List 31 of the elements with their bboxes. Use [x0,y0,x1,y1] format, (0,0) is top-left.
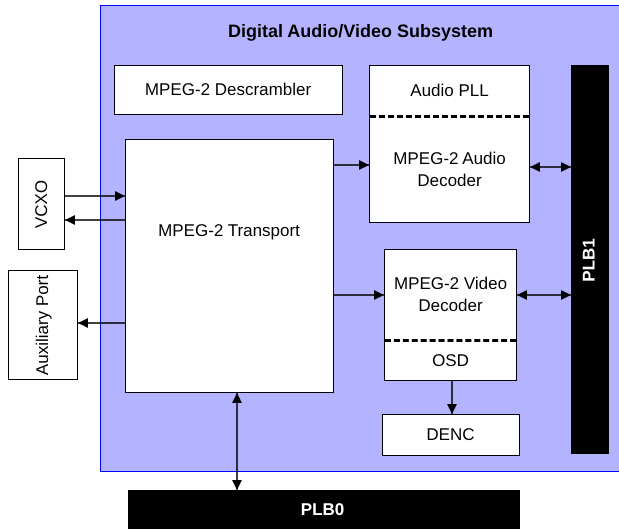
bus-label: PLB1 [578,236,599,284]
block-label: VCXO [30,178,52,230]
arrow [530,162,571,172]
arrow [65,191,125,201]
arrow [447,381,457,414]
panel-title: Digital Audio/Video Subsystem [226,20,494,42]
block-label: MPEG-2 Audio Decoder [392,148,507,192]
arrow [517,290,571,300]
arrow [65,215,125,225]
arrow [334,160,369,170]
arrow [78,318,125,328]
block-label: DENC [425,424,476,446]
block-box [8,270,78,380]
block-label: OSD [431,350,470,372]
block-box [382,414,520,456]
subsystem-panel [100,5,619,472]
block-box [114,65,343,115]
block-label: MPEG-2 Transport [157,220,301,242]
arrow [232,393,242,490]
arrow [334,290,384,300]
block-box [18,158,65,250]
bus-label: PLB0 [300,498,346,520]
block-box [369,65,530,223]
block-label: MPEG-2 Video Decoder [392,273,508,317]
block-label: Audio PLL [409,80,490,102]
bus-bar [128,490,520,529]
block-box [384,249,517,381]
block-label: MPEG-2 Descrambler [144,79,312,101]
bus-bar [571,65,609,454]
block-box [125,139,334,393]
block-label: Auxiliary Port [32,274,53,378]
